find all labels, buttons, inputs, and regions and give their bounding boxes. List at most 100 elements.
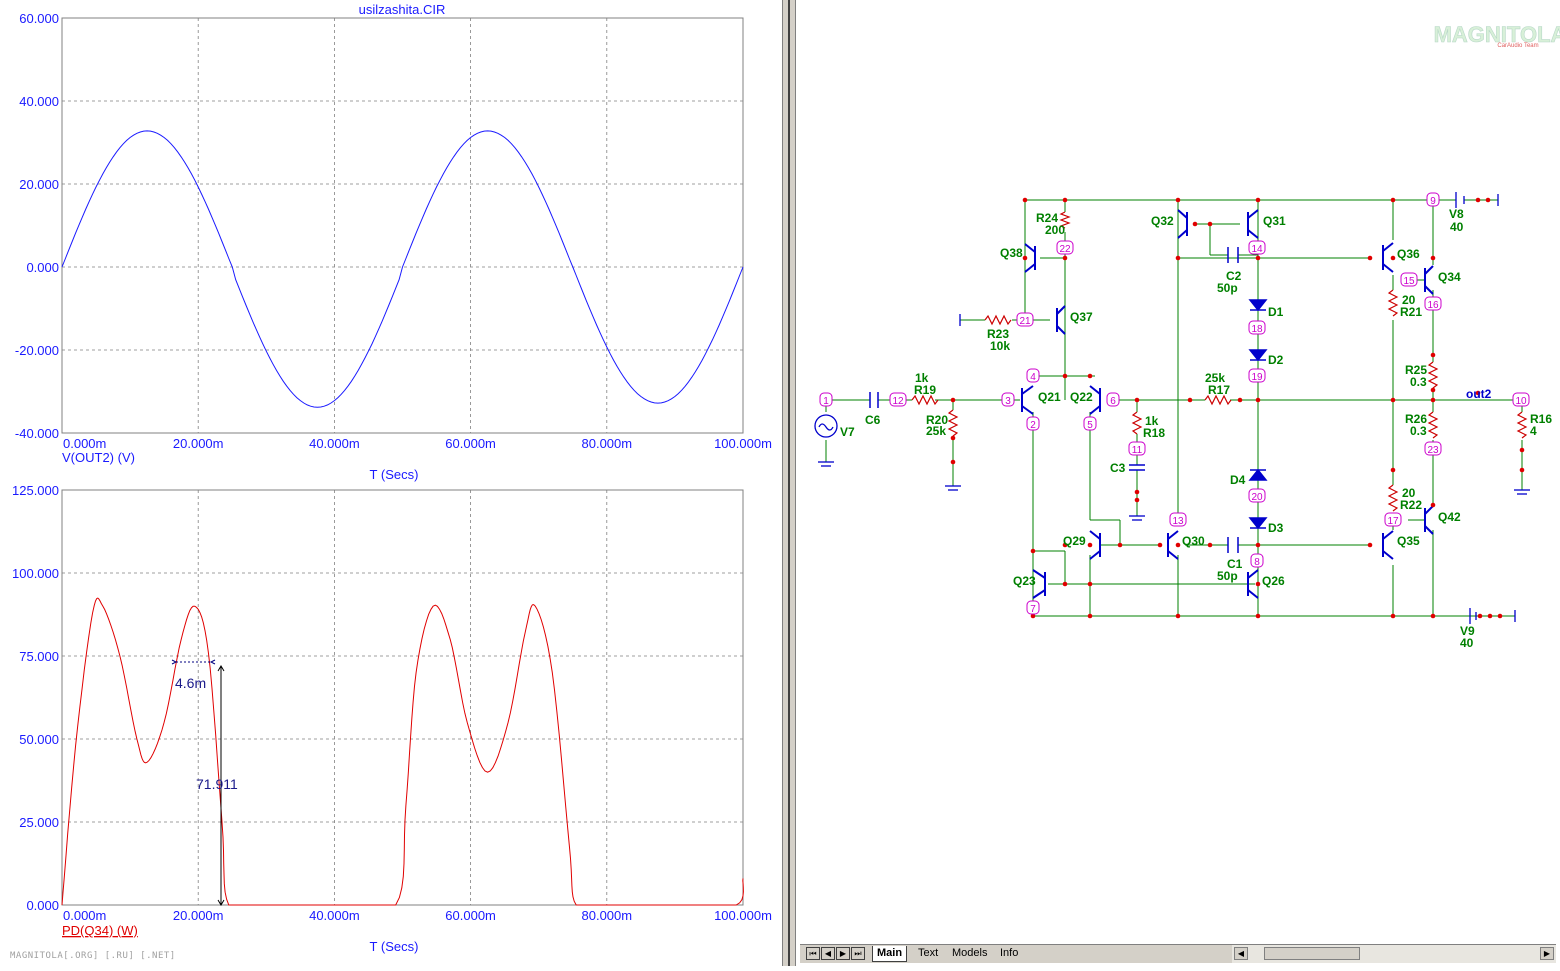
svg-text:20: 20 xyxy=(1402,486,1416,500)
node-8[interactable]: 8 xyxy=(1250,553,1264,568)
transistor-q31 xyxy=(1247,209,1259,239)
diodes[interactable] xyxy=(1248,299,1268,530)
node-11[interactable]: 11 xyxy=(1128,441,1146,456)
node-12[interactable]: 12 xyxy=(889,392,907,407)
trace-vout2[interactable] xyxy=(61,130,744,408)
junction-dot xyxy=(1255,255,1261,261)
scroll-thumb[interactable] xyxy=(1264,947,1360,960)
junction-dot xyxy=(1367,255,1373,261)
y-tick-label: -40.000 xyxy=(15,426,59,441)
x-tick-label: 60.000m xyxy=(445,436,496,451)
junction-dot xyxy=(1062,542,1068,548)
svg-text:18: 18 xyxy=(1251,324,1263,335)
junction-dot xyxy=(1430,387,1436,393)
junction-dot xyxy=(1519,447,1525,453)
tab-models[interactable]: Models xyxy=(952,947,988,959)
capacitors[interactable] xyxy=(869,247,1239,553)
node-13[interactable]: 13 xyxy=(1169,512,1187,527)
node-21[interactable]: 21 xyxy=(1016,312,1034,327)
node-18[interactable]: 18 xyxy=(1248,320,1266,335)
node-20[interactable]: 20 xyxy=(1248,488,1266,503)
tab-text[interactable]: Text xyxy=(918,947,939,959)
pane-splitter[interactable] xyxy=(782,0,796,966)
svg-text:D2: D2 xyxy=(1268,353,1284,367)
top-trace-label[interactable]: V(OUT2) (V) xyxy=(62,450,135,465)
x-tick-label: 80.000m xyxy=(582,908,633,923)
junction-dot xyxy=(1062,255,1068,261)
junction-dot xyxy=(1062,197,1068,203)
node-3[interactable]: 3 xyxy=(1001,392,1015,407)
svg-text:Q37: Q37 xyxy=(1070,310,1093,324)
first-sheet-button[interactable]: ⏮ xyxy=(806,947,820,960)
node-10[interactable]: 10 xyxy=(1512,392,1530,407)
svg-text:0.3: 0.3 xyxy=(1410,375,1427,389)
svg-text:V7: V7 xyxy=(840,425,855,439)
junction-dot xyxy=(1430,255,1436,261)
node-23[interactable]: 23 xyxy=(1424,441,1442,456)
plots-canvas[interactable]: usilzashita.CIR 60.00040.00020.0000.000-… xyxy=(0,0,782,966)
svg-text:40: 40 xyxy=(1450,220,1464,234)
resistor-r26 xyxy=(1427,411,1439,439)
svg-text:C3: C3 xyxy=(1110,461,1126,475)
tab-info[interactable]: Info xyxy=(1000,947,1019,959)
node-15[interactable]: 15 xyxy=(1400,272,1418,287)
y-tick-label: 50.000 xyxy=(19,732,59,747)
node-9[interactable]: 9 xyxy=(1426,192,1440,207)
x-tick-label: 0.000m xyxy=(63,908,106,923)
node-6[interactable]: 6 xyxy=(1106,392,1120,407)
y-tick-label: 20.000 xyxy=(19,177,59,192)
svg-text:Q26: Q26 xyxy=(1262,574,1285,588)
svg-text:1k: 1k xyxy=(1145,414,1159,428)
schematic-canvas[interactable]: MAGNITOLA CarAudio Team xyxy=(796,0,1560,944)
svg-text:40: 40 xyxy=(1460,636,1474,650)
bottom-trace-label[interactable]: PD(Q34) (W) xyxy=(62,923,138,938)
horizontal-scrollbar[interactable]: ◀ ▶ xyxy=(1232,944,1556,963)
svg-text:14: 14 xyxy=(1251,244,1263,255)
last-sheet-button[interactable]: ⏭ xyxy=(851,947,865,960)
node-7[interactable]: 7 xyxy=(1026,600,1040,615)
scroll-right-icon[interactable]: ▶ xyxy=(1540,947,1554,960)
junction-dots xyxy=(950,197,1525,619)
svg-text:Q36: Q36 xyxy=(1397,247,1420,261)
resistor-r21 xyxy=(1387,289,1399,317)
tab-main[interactable]: Main xyxy=(872,946,908,962)
junction-dot xyxy=(1157,542,1163,548)
y-tick-label: 0.000 xyxy=(26,260,59,275)
svg-text:20: 20 xyxy=(1402,293,1416,307)
node-14[interactable]: 14 xyxy=(1248,240,1266,255)
svg-text:V9: V9 xyxy=(1460,624,1475,638)
node-5[interactable]: 5 xyxy=(1083,416,1097,431)
trace-pd-q34[interactable] xyxy=(61,597,744,906)
node-4[interactable]: 4 xyxy=(1026,368,1040,383)
net-label-out2: out2 xyxy=(1466,387,1492,401)
junction-dot xyxy=(1430,352,1436,358)
resistor-r22 xyxy=(1387,484,1399,512)
prev-sheet-button[interactable]: ◀ xyxy=(821,947,835,960)
node-17[interactable]: 17 xyxy=(1384,512,1402,527)
svg-text:R18: R18 xyxy=(1143,426,1165,440)
node-2[interactable]: 2 xyxy=(1026,416,1040,431)
resistors[interactable] xyxy=(911,211,1528,512)
schematic-pane[interactable]: MAGNITOLA CarAudio Team xyxy=(796,0,1560,966)
svg-text:6: 6 xyxy=(1110,396,1116,407)
svg-text:Q29: Q29 xyxy=(1063,534,1086,548)
measurement-cursor[interactable] xyxy=(171,659,225,906)
node-19[interactable]: 19 xyxy=(1248,368,1266,383)
node-16[interactable]: 16 xyxy=(1424,296,1442,311)
svg-text:Q21: Q21 xyxy=(1038,390,1061,404)
junction-dot xyxy=(1390,197,1396,203)
y-tick-label: 75.000 xyxy=(19,649,59,664)
sources[interactable] xyxy=(814,192,1530,624)
junction-dot xyxy=(1207,542,1213,548)
svg-text:C6: C6 xyxy=(865,413,881,427)
next-sheet-button[interactable]: ▶ xyxy=(836,947,850,960)
scroll-left-icon[interactable]: ◀ xyxy=(1234,947,1248,960)
node-22[interactable]: 22 xyxy=(1056,240,1074,255)
transistors[interactable] xyxy=(1021,209,1434,599)
svg-text:7: 7 xyxy=(1030,604,1036,615)
y-tick-label: 60.000 xyxy=(19,11,59,26)
brand-logo: MAGNITOLA CarAudio Team xyxy=(1433,22,1560,49)
node-1[interactable]: 1 xyxy=(819,392,833,407)
